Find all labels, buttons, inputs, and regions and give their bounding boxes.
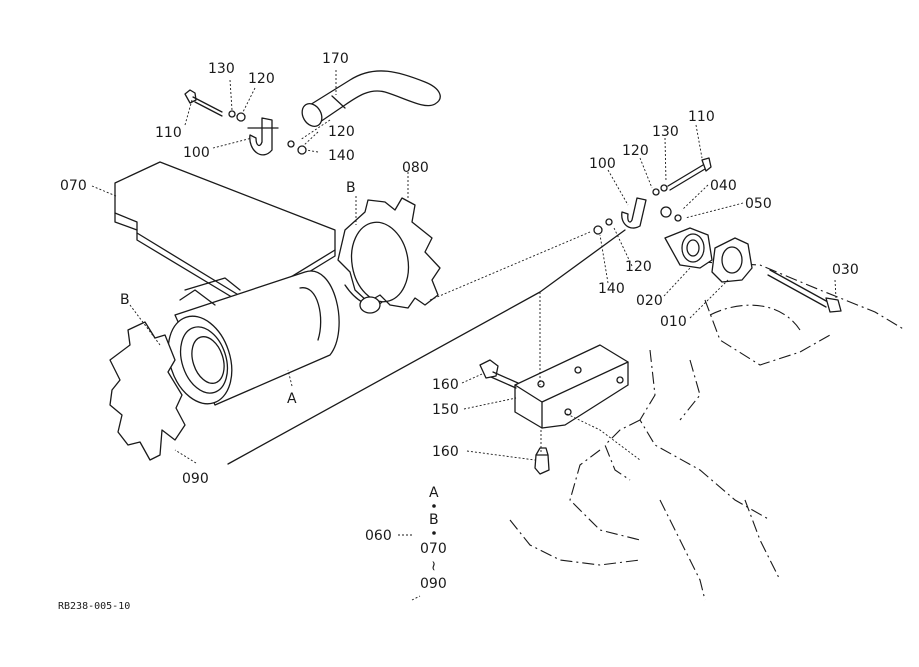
figure-code: RB238-005-10 [58,601,130,612]
bolt-110-right [667,157,712,191]
callout-160-lower: 160 [432,444,459,460]
assembly-tilde: ~ [425,560,441,572]
callout-140-right: 140 [598,281,625,297]
callout-020: 020 [636,293,663,309]
callout-130-left: 130 [208,61,235,77]
assembly-dot-2 [432,531,436,535]
callout-150: 150 [432,402,459,418]
tail-pipe-170 [301,70,441,127]
bolt-160-upper [479,359,519,389]
callout-b-left: B [120,292,130,308]
callout-040: 040 [710,178,737,194]
callout-110-left: 110 [155,125,182,141]
callout-120-right-top: 120 [622,143,649,159]
bracket-150 [514,344,629,429]
callout-010: 010 [660,314,687,330]
callout-a: A [287,391,297,407]
callout-100-left: 100 [183,145,210,161]
engine-outline [509,261,906,601]
clamp-100-right [621,197,647,229]
callout-120-left-top: 120 [248,71,275,87]
callout-030: 030 [832,262,859,278]
callout-140-left: 140 [328,148,355,164]
end-plate-090 [109,321,186,461]
clamp-100-left [247,117,279,156]
assembly-line-a: A [429,485,439,501]
center-lines [227,119,641,465]
callout-090: 090 [182,471,209,487]
callout-labels: 170 130 120 110 100 120 140 070 080 B B … [60,51,859,487]
gasket-010 [711,237,753,283]
callout-120-left-bottom: 120 [328,124,355,140]
muffler-body [167,270,340,406]
hardware-right [593,184,682,235]
assembly-line-070: 070 [420,541,447,557]
end-plate-080 [337,197,441,314]
leader-lines [91,70,837,464]
assembly-line-090: 090 [420,576,447,592]
callout-120-right-bottom: 120 [625,259,652,275]
callout-110-right: 110 [688,109,715,125]
callout-080: 080 [402,160,429,176]
callout-100-right: 100 [589,156,616,172]
callout-050: 050 [745,196,772,212]
assembly-note-060: 060 A B 070 ~ 090 [365,485,447,601]
callout-b-top: B [346,180,356,196]
bolt-030 [767,269,842,313]
bolt-160-lower [534,447,550,475]
flange-020 [664,227,713,269]
callout-170: 170 [322,51,349,67]
callout-070: 070 [60,178,87,194]
callout-160-upper: 160 [432,377,459,393]
assembly-line-b: B [429,512,439,528]
bolt-110-left [184,89,223,117]
assembly-dot-1 [432,504,436,508]
callout-130-right: 130 [652,124,679,140]
assembly-part-060: 060 [365,528,392,544]
